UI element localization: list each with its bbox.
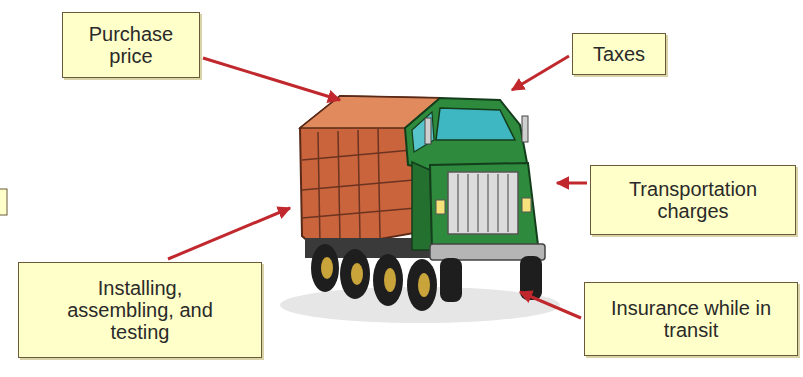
edge-box — [0, 189, 7, 215]
cab-side — [412, 162, 432, 250]
bed-ribs — [302, 129, 416, 245]
grille-bar — [457, 174, 459, 232]
windshield — [436, 108, 515, 140]
callout-box: Transportation charges — [590, 165, 796, 235]
wheel — [340, 249, 370, 299]
leader-arrow — [203, 58, 340, 100]
grille-bar — [507, 174, 509, 232]
bed-rib — [302, 180, 414, 190]
callout-box: Purchase price — [62, 12, 200, 78]
grille-bars — [458, 174, 508, 232]
leader-arrow — [520, 292, 581, 318]
grille-bar — [477, 174, 479, 232]
grille — [448, 172, 518, 234]
grille-bar — [487, 174, 489, 232]
side-window — [412, 112, 434, 152]
bed-rib — [302, 150, 412, 160]
callout-label: Transportation charges — [601, 178, 785, 222]
truck-cab — [405, 98, 528, 170]
leader-arrow — [168, 208, 290, 259]
hubcap — [418, 273, 430, 297]
callout-label: Insurance while in transit — [597, 297, 785, 341]
callout-box: Insurance while in transit — [584, 282, 798, 356]
wheel — [407, 259, 437, 311]
grille-bar — [467, 174, 469, 232]
hubcap — [351, 263, 363, 285]
bed-rib — [302, 208, 416, 218]
hubcap — [384, 268, 396, 292]
callout-box: Installing, assembling, and testing — [18, 262, 262, 358]
front-wheel — [440, 258, 462, 302]
mirror — [425, 118, 431, 144]
grille-bar — [497, 174, 499, 232]
callout-label: Purchase price — [73, 23, 189, 67]
leader-arrow — [557, 182, 587, 185]
wheel — [373, 254, 403, 306]
headlight — [522, 198, 531, 212]
callout-label: Installing, assembling, and testing — [59, 277, 221, 343]
truck-hood — [430, 163, 538, 250]
wheels — [311, 244, 542, 311]
callout-label: Taxes — [581, 43, 657, 65]
headlight — [436, 200, 445, 214]
mirror — [522, 116, 528, 142]
hubcap — [321, 257, 333, 279]
callout-box: Taxes — [572, 33, 666, 75]
wheel — [311, 244, 339, 292]
leader-arrow — [512, 56, 569, 90]
dump-truck — [280, 96, 560, 323]
